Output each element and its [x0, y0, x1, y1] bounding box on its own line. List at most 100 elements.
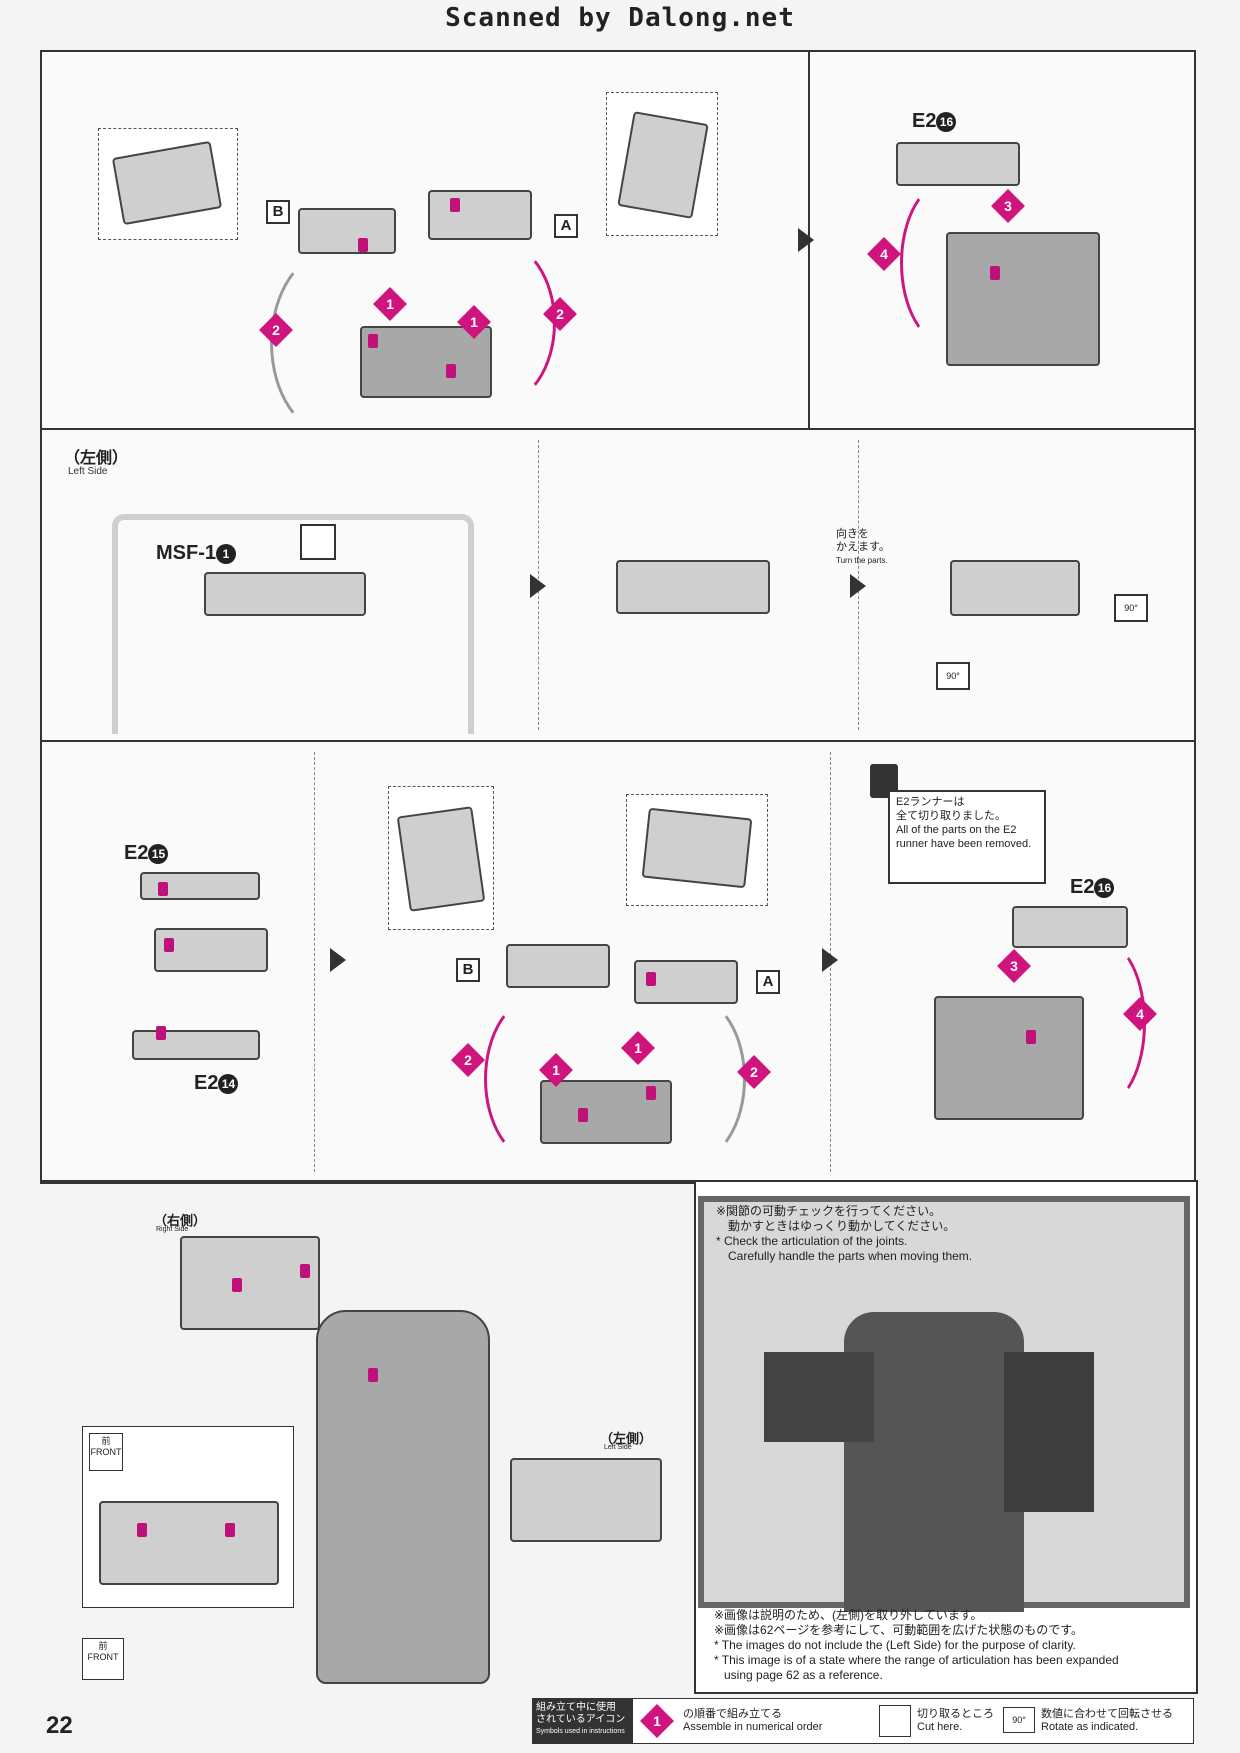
step-1-badge: 1: [539, 1053, 573, 1087]
photo-note-bottom: ※画像は説明のため、(左側)を取り外しています。 ※画像は62ページを参考にして…: [714, 1608, 1119, 1683]
peg-marker: [158, 882, 168, 896]
legend-rotate: 数値に合わせて回転させる Rotate as indicated.: [1041, 1705, 1173, 1733]
peg-marker: [646, 972, 656, 986]
armor-plate: [396, 806, 486, 912]
body-torso: [316, 1310, 490, 1684]
note-line: using page 62 as a reference.: [724, 1668, 883, 1682]
assembly-arrow: [270, 250, 396, 436]
step-arrow-icon: [822, 948, 838, 972]
legend-title: 組み立て中に使用 されているアイコン Symbols used in instr…: [533, 1699, 633, 1743]
turn-parts-note: 向きを かえます。: [836, 528, 890, 553]
part-e2-15: [140, 872, 260, 900]
legend-cut-en: Cut here.: [917, 1721, 963, 1733]
detail-box-a: [626, 794, 768, 906]
step-arrow-icon: [330, 948, 346, 972]
peg-marker: [450, 198, 460, 212]
left-side-label: （左側）: [64, 450, 129, 467]
note-line: ※画像は62ページを参考にして、可動範囲を広げた状態のものです。: [714, 1623, 1084, 1637]
photo-note-top: ※関節の可動チェックを行ってください。 動かすときはゆっくり動かしてください。 …: [716, 1204, 972, 1264]
step-4-badge: 4: [867, 237, 901, 271]
part-label-a: A: [554, 214, 578, 238]
row-divider: [40, 428, 1194, 430]
row-divider: [40, 1180, 1194, 1182]
legend-cut-jp: 切り取るところ: [917, 1708, 994, 1720]
legend-order-en: Assemble in numerical order: [683, 1721, 823, 1733]
legend-cut: 切り取るところ Cut here.: [917, 1705, 994, 1733]
step-4-badge: 4: [1123, 997, 1157, 1031]
note-line: ※関節の可動チェックを行ってください。: [716, 1204, 942, 1218]
cut-icon: [879, 1705, 911, 1737]
turn-parts-note-en: Turn the parts.: [836, 556, 888, 565]
part-middle: [154, 928, 268, 972]
peg-marker: [1026, 1030, 1036, 1044]
detail-box-b: [98, 128, 238, 240]
legend-rotate-en: Rotate as indicated.: [1041, 1721, 1139, 1733]
note-line: * This image is of a state where the ran…: [714, 1653, 1119, 1667]
step-3-badge: 3: [997, 949, 1031, 983]
rotate-icon: 90°: [936, 662, 970, 690]
note-line: Carefully handle the parts when moving t…: [728, 1249, 973, 1263]
step-arrow-icon: [850, 574, 866, 598]
step-2-badge: 2: [543, 297, 577, 331]
sub-assembly: [946, 232, 1100, 366]
step-1-badge: 1: [457, 305, 491, 339]
step-1-badge: 1: [640, 1704, 674, 1738]
shoulder-photo: [1004, 1352, 1094, 1512]
articulation-photo: [698, 1196, 1190, 1612]
note-line: ※画像は説明のため、(左側)を取り外しています。: [714, 1608, 983, 1622]
legend-order-jp: の順番で組み立てる: [683, 1708, 782, 1720]
left-side-label: （左側）: [600, 1431, 653, 1446]
detail-box-b: [388, 786, 494, 930]
runner-frame: [112, 514, 474, 734]
part-msf-1: [204, 572, 366, 616]
right-side-part: [180, 1236, 320, 1330]
part-a: [428, 190, 532, 240]
part-b: [506, 944, 610, 988]
peg-marker: [300, 1264, 310, 1278]
front-en: FRONT: [90, 1447, 122, 1457]
front-indicator: 前 FRONT: [89, 1433, 123, 1471]
step-2-badge: 2: [737, 1055, 771, 1089]
rotate-icon: 90°: [1003, 1707, 1035, 1733]
detail-box-a: [606, 92, 718, 236]
step-arrow-icon: [798, 228, 814, 252]
armor-plate: [641, 807, 753, 889]
runner-removed-jp: E2ランナーは 全て切り取りました。: [896, 796, 1006, 822]
step-1-badge: 1: [621, 1031, 655, 1065]
part-label-b: B: [266, 200, 290, 224]
assembly-arrow: [900, 180, 996, 346]
step-arrow-icon: [530, 574, 546, 598]
assembly-arrow: [484, 996, 590, 1162]
front-indicator: 前 FRONT: [82, 1638, 124, 1680]
legend-rotate-jp: 数値に合わせて回転させる: [1041, 1708, 1173, 1720]
part-b: [298, 208, 396, 254]
part-e2-16: [896, 142, 1020, 186]
icon-legend: 組み立て中に使用 されているアイコン Symbols used in instr…: [532, 1698, 1194, 1744]
runner-removed-en: All of the parts on the E2 runner have b…: [896, 824, 1032, 850]
part-label-a: A: [756, 970, 780, 994]
assembly-arrow: [640, 996, 746, 1162]
left-side-part: [510, 1458, 662, 1542]
peg-marker: [232, 1278, 242, 1292]
part-msf-1-joint: [616, 560, 770, 614]
panel-divider: [314, 752, 315, 1172]
step-2-badge: 2: [451, 1043, 485, 1077]
step-3-badge: 3: [991, 189, 1025, 223]
left-side-label-en: Left Side: [68, 466, 108, 477]
peg-marker: [368, 1368, 378, 1382]
part-label-b: B: [456, 958, 480, 982]
armor-plate: [617, 111, 709, 219]
rotate-icon: 90°: [1114, 594, 1148, 622]
front-jp: 前: [98, 1641, 108, 1651]
page-number: 22: [46, 1712, 73, 1739]
part-e2-14: [132, 1026, 260, 1060]
torso-photo: [844, 1312, 1024, 1612]
row-divider: [40, 740, 1194, 742]
right-side-label-en: Right Side: [156, 1226, 189, 1233]
peg-marker: [164, 938, 174, 952]
peg-marker: [225, 1523, 235, 1537]
